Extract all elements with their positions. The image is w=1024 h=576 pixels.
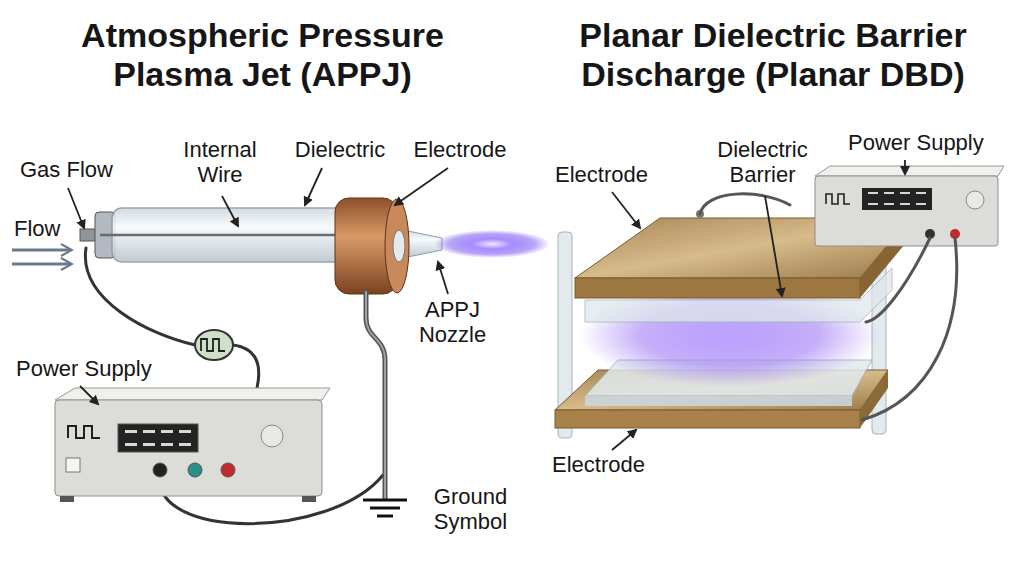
part-label: Dielectric Barrier [705,137,820,188]
ground-symbol [363,500,407,516]
part-label: Electrode [552,452,672,477]
panel-heading: Planar Dielectric Barrier Discharge (Pla… [528,16,1018,94]
power-supply-right [815,166,1004,246]
flow-arrows [12,250,70,264]
power-supply-left [55,388,330,502]
panel-heading: Atmospheric Pressure Plasma Jet (APPJ) [30,16,495,94]
part-label: Dielectric [280,137,400,162]
part-label: Ground Symbol [418,484,523,535]
part-label: Flow [14,216,84,241]
wires-right [700,194,957,420]
leader-lines [68,160,905,450]
part-label: Electrode [405,137,515,162]
part-label: Gas Flow [20,157,130,182]
pulse-symbol [195,330,233,360]
part-label: Internal Wire [165,137,275,188]
plasma-jet-device [80,198,550,294]
part-label: APPJ Nozzle [400,297,505,348]
part-label: Power Supply [848,130,998,155]
part-label: Electrode [555,162,675,187]
part-label: Power Supply [16,356,166,381]
